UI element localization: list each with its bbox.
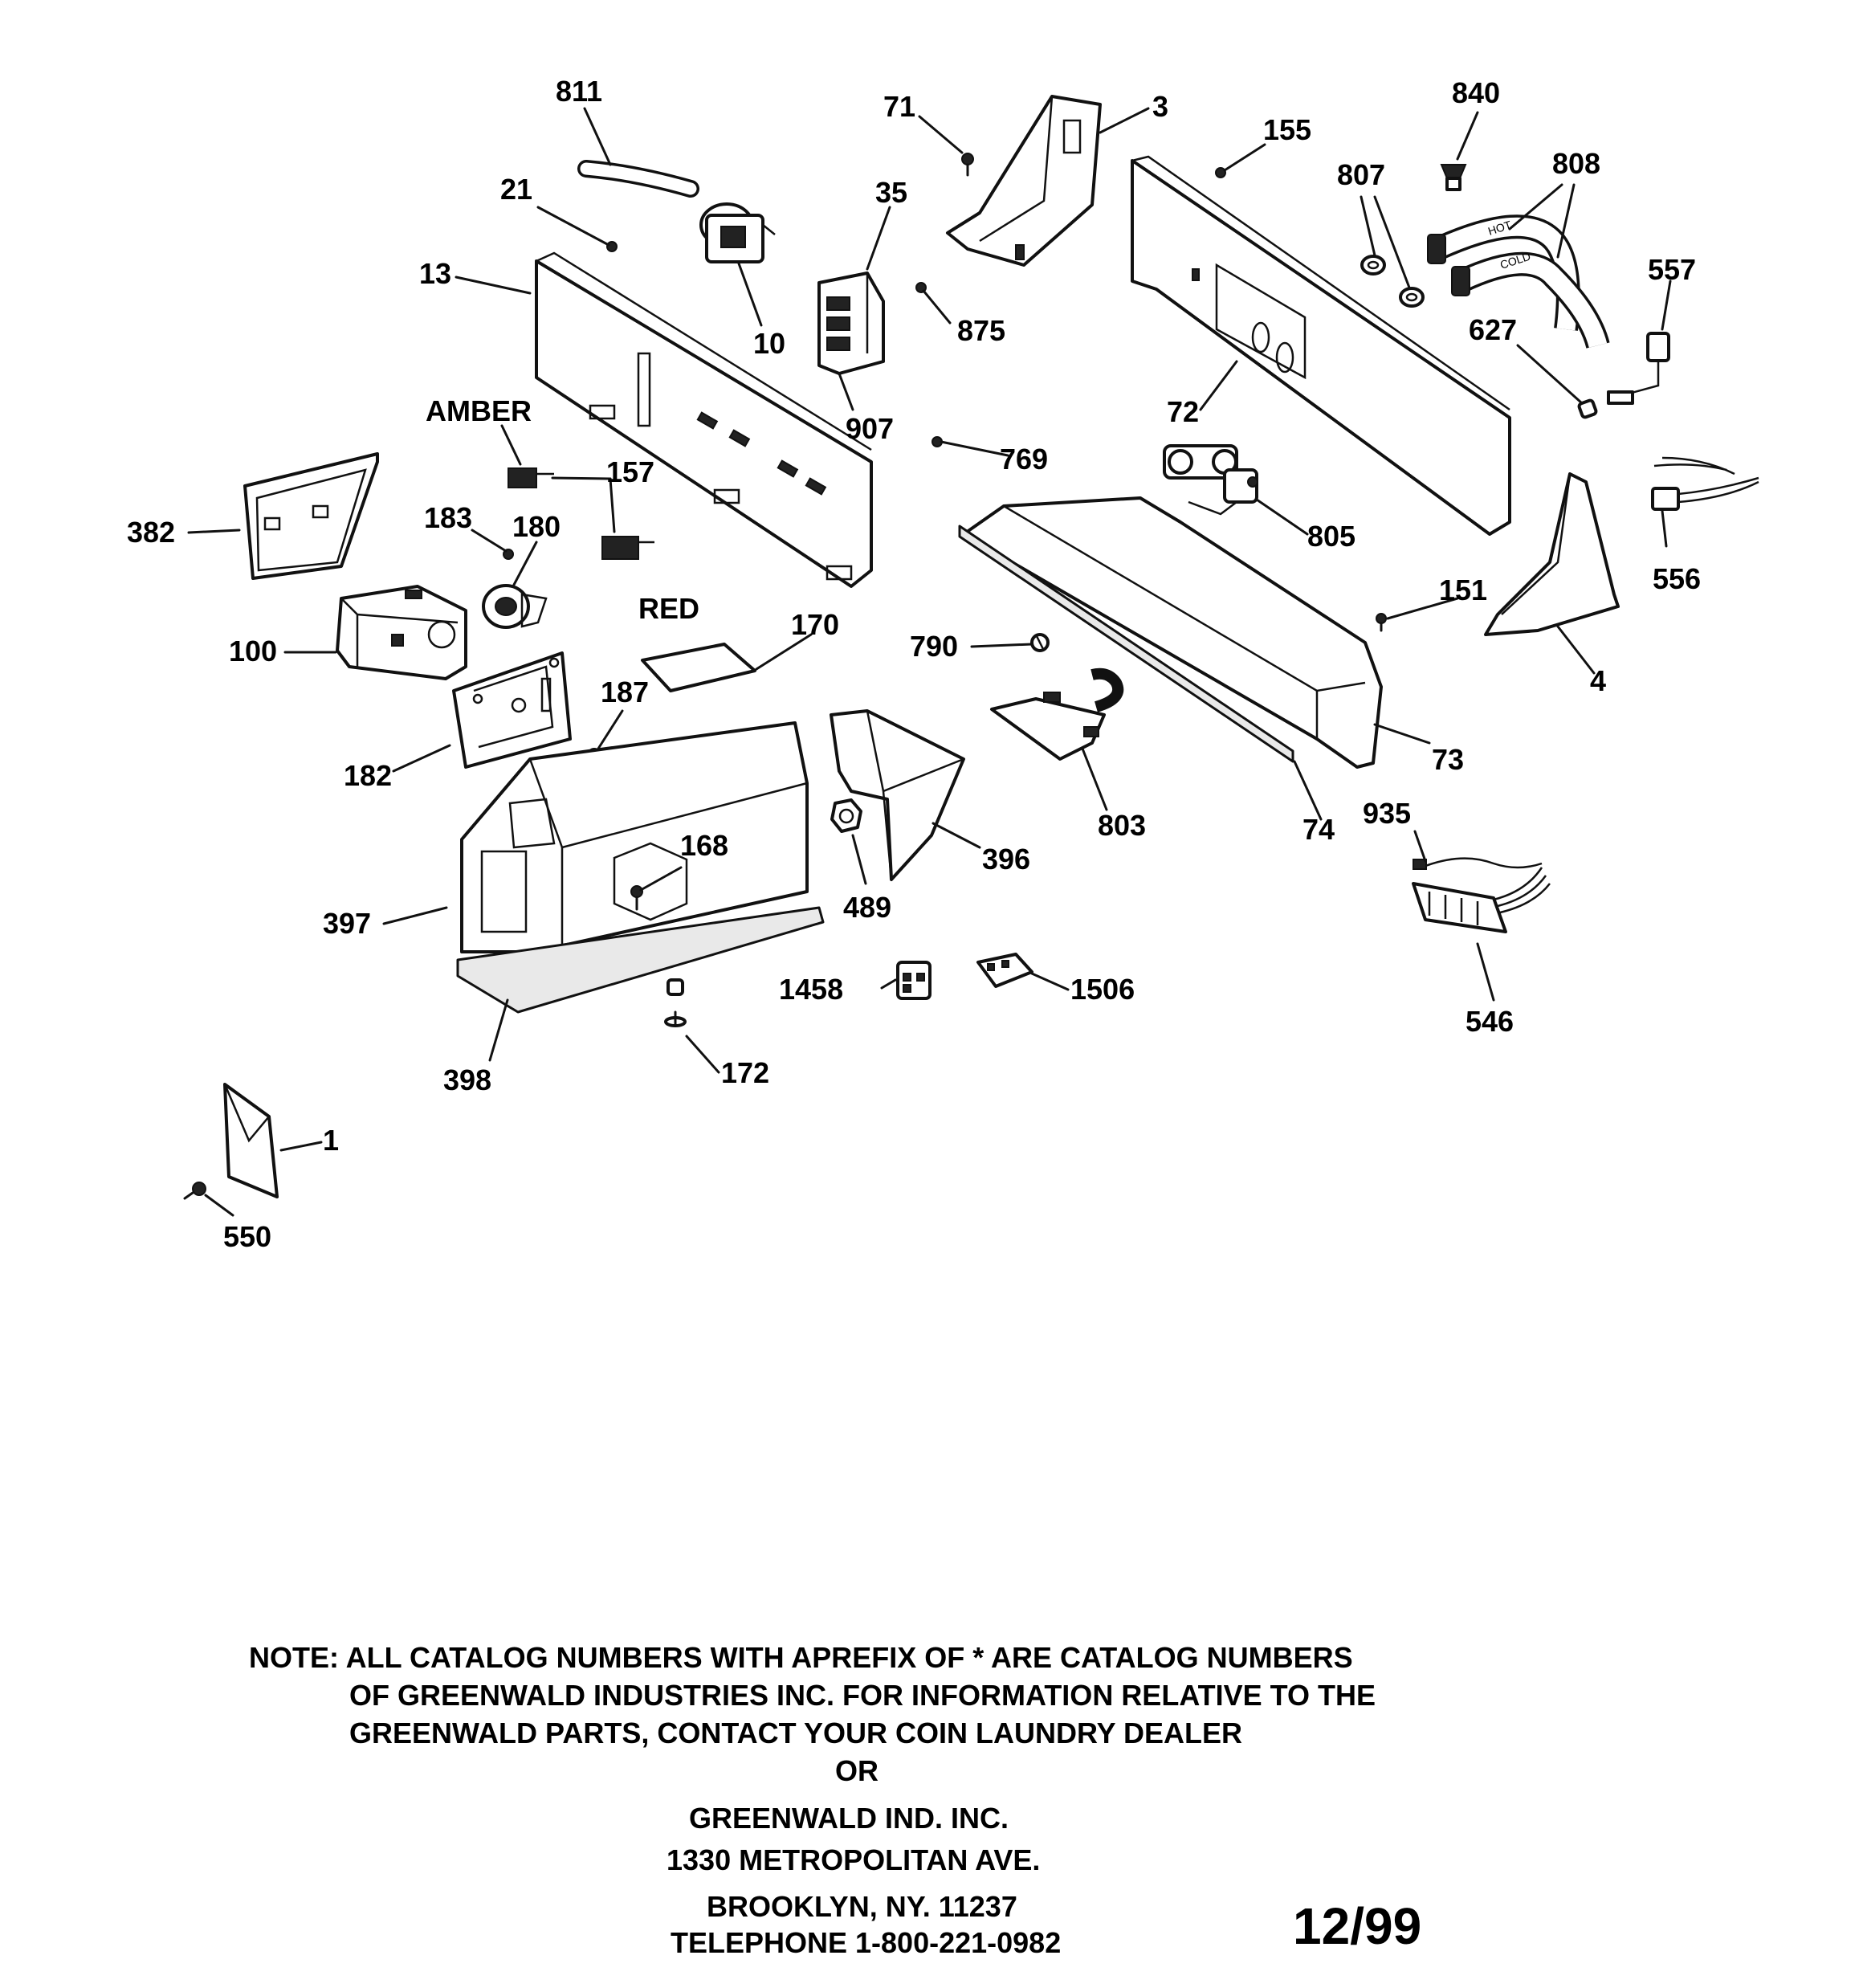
callout-172: 172 [721, 1056, 769, 1089]
callout-398: 398 [443, 1063, 491, 1096]
part-73-rear-channel [962, 496, 1383, 769]
callout-557: 557 [1648, 253, 1696, 286]
note-line-7: BROOKLYN, NY. 11237 [707, 1890, 1017, 1923]
part-805-water-valve [1163, 444, 1258, 516]
callout-397: 397 [323, 907, 371, 940]
callout-157: 157 [606, 455, 654, 488]
part-180-knob [482, 584, 548, 629]
date-code: 12/99 [1293, 1897, 1421, 1955]
note-line-5: GREENWALD IND. INC. [689, 1802, 1009, 1835]
note-line-2: OF GREENWALD INDUSTRIES INC. FOR INFORMA… [349, 1679, 1376, 1712]
callout-875: 875 [957, 314, 1005, 347]
part-556-connector [1651, 456, 1759, 511]
callout-396: 396 [982, 843, 1030, 876]
callout-807: 807 [1337, 158, 1385, 191]
callout-151: 151 [1439, 574, 1487, 606]
note-line-1: NOTE: ALL CATALOG NUMBERS WITH APREFIX O… [249, 1641, 1353, 1674]
note-line-3: GREENWALD PARTS, CONTACT YOUR COIN LAUND… [349, 1717, 1243, 1749]
part-790-clip [1030, 633, 1050, 652]
part-21-screw [606, 241, 618, 252]
callout-182: 182 [344, 759, 392, 792]
part-550-screw [183, 1182, 206, 1200]
callout-170: 170 [791, 608, 839, 641]
part-10-pressure-switch [699, 202, 776, 263]
part-157-amber-light [508, 467, 554, 488]
part-35-switch-block [817, 271, 885, 375]
callout-550: 550 [223, 1220, 271, 1253]
callout-803: 803 [1098, 809, 1146, 842]
callout-73: 73 [1432, 743, 1464, 776]
note-line-8: TELEPHONE 1-800-221-0982 [671, 1926, 1062, 1959]
part-168-screw [630, 885, 643, 911]
callout-183: 183 [424, 501, 472, 534]
callout-935: 935 [1363, 797, 1411, 830]
part-489-nut [830, 798, 862, 833]
part-1-envelope [223, 1083, 279, 1198]
callout-155: 155 [1263, 113, 1311, 146]
callout-35: 35 [875, 176, 907, 209]
part-71-screw [961, 153, 974, 177]
callout-10: 10 [753, 327, 785, 360]
part-811-hose [577, 160, 699, 198]
part-4-corner-bracket [1484, 472, 1620, 636]
callout-1458: 1458 [779, 973, 843, 1006]
callout-72: 72 [1167, 395, 1199, 428]
part-382-frame [243, 452, 379, 580]
part-627-plug [1577, 398, 1598, 419]
callout-790: 790 [910, 630, 958, 663]
part-397-enclosure [460, 721, 809, 953]
callout-180: 180 [512, 510, 561, 543]
callout-74: 74 [1302, 813, 1335, 846]
part-398-base [456, 906, 825, 1014]
callout-amber: AMBER [426, 394, 532, 427]
callout-556: 556 [1653, 562, 1701, 595]
part-803-harness-bracket [990, 667, 1124, 761]
callout-4: 4 [1590, 664, 1606, 697]
callout-1506: 1506 [1070, 973, 1135, 1006]
part-72-backsplash [1131, 155, 1511, 536]
part-840-plug [1440, 164, 1467, 191]
callout-546: 546 [1466, 1005, 1514, 1038]
callout-187: 187 [601, 676, 649, 708]
callout-769: 769 [1000, 443, 1048, 476]
leader-lines [187, 107, 1672, 1217]
note-line-6: 1330 METROPOLITAN AVE. [667, 1843, 1041, 1876]
callout-3: 3 [1152, 90, 1168, 123]
part-100-timer [336, 585, 467, 680]
part-1458-connector [896, 961, 932, 1000]
part-13-control-panel [535, 251, 873, 588]
callout-489: 489 [843, 891, 891, 924]
callout-13: 13 [419, 257, 451, 290]
callout-1: 1 [323, 1124, 339, 1157]
part-151-screw [1376, 613, 1387, 632]
callout-21: 21 [500, 173, 532, 206]
callout-labels: 811 71 3 840 155 21 35 807 808 13 10 875… [127, 75, 1701, 1955]
part-172-foot [664, 978, 687, 1027]
part-170-plate [641, 643, 756, 692]
part-807-washers [1360, 255, 1425, 308]
callout-840: 840 [1452, 76, 1500, 109]
part-182-mount-plate [452, 651, 572, 769]
callout-71: 71 [883, 90, 915, 123]
callout-811: 811 [556, 75, 602, 108]
part-396-bracket [830, 709, 965, 881]
part-546-harness [1412, 857, 1551, 933]
part-557-cord [1607, 332, 1670, 405]
part-3-bracket [946, 95, 1102, 267]
part-157-red-light [601, 536, 654, 560]
callout-808: 808 [1552, 147, 1600, 180]
part-74-rail [958, 525, 1294, 763]
callout-805: 805 [1307, 520, 1355, 553]
callout-red: RED [638, 592, 699, 625]
callout-382: 382 [127, 516, 175, 549]
callout-100: 100 [229, 635, 277, 667]
callout-907: 907 [846, 412, 894, 445]
part-808-fill-hoses: HOT COLD [1427, 214, 1610, 349]
part-1506-connector [976, 953, 1033, 988]
callout-627: 627 [1469, 313, 1517, 346]
note-line-4: OR [835, 1754, 879, 1787]
callout-168: 168 [680, 829, 728, 862]
part-155-screw [1215, 167, 1226, 178]
